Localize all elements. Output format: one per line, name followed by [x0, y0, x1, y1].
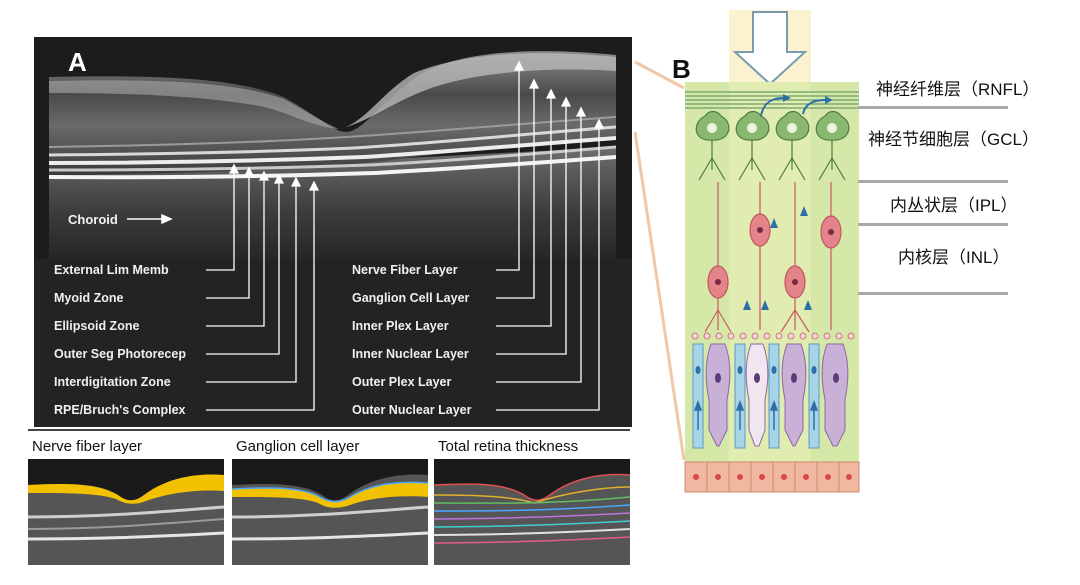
choroid-label: Choroid	[68, 212, 118, 227]
thumb-nerve-fiber-title: Nerve fiber layer	[28, 437, 224, 459]
layer-divider-inl	[858, 292, 1008, 295]
thumb-ganglion-cell: Ganglion cell layer	[232, 437, 428, 565]
panel-divider	[28, 429, 630, 431]
thumb-ganglion-cell-title: Ganglion cell layer	[232, 437, 428, 459]
label-external-lim-memb: External Lim Memb	[54, 263, 169, 277]
layer-label-gcl: 神经节细胞层（GCL）	[868, 130, 1039, 149]
layer-label-ipl: 内丛状层（IPL）	[890, 196, 1018, 215]
layer-divider-rnfl	[858, 106, 1008, 109]
thumb-total-retina: Total retina thickness	[434, 437, 630, 565]
thumb-nerve-fiber: Nerve fiber layer	[28, 437, 224, 565]
label-outer-plex-layer: Outer Plex Layer	[352, 375, 452, 389]
photoreceptors	[692, 343, 849, 449]
rpe-layer	[684, 461, 860, 493]
label-inner-nuclear-layer: Inner Nuclear Layer	[352, 347, 469, 361]
light-direction-arrow	[732, 11, 808, 86]
label-outer-nuclear-layer: Outer Nuclear Layer	[352, 403, 472, 417]
label-rpe-bruchs-complex: RPE/Bruch's Complex	[54, 403, 186, 417]
layer-label-inl: 内核层（INL）	[898, 248, 1010, 267]
ganglion-cells	[695, 110, 850, 181]
label-outer-seg-photorecep: Outer Seg Photorecep	[54, 347, 186, 361]
label-interdigitation-zone: Interdigitation Zone	[54, 375, 171, 389]
retina-schematic	[684, 10, 860, 493]
layer-label-rnfl: 神经纤维层（RNFL）	[876, 80, 1040, 99]
layer-divider-ipl	[858, 223, 1008, 226]
label-inner-plex-layer: Inner Plex Layer	[352, 319, 449, 333]
layer-divider-gcl	[858, 180, 1008, 183]
oct-scan-image	[34, 37, 632, 427]
thumb-total-retina-title: Total retina thickness	[434, 437, 630, 459]
panel-b-letter: B	[672, 54, 691, 84]
label-ganglion-cell-layer: Ganglion Cell Layer	[352, 291, 470, 305]
zoom-connector-lines	[633, 60, 686, 461]
label-myoid-zone: Myoid Zone	[54, 291, 124, 305]
bipolar-cells	[704, 182, 842, 333]
label-nerve-fiber-layer: Nerve Fiber Layer	[352, 263, 458, 277]
label-ellipsoid-zone: Ellipsoid Zone	[54, 319, 140, 333]
oct-scan-panel: A Choroid External Lim Memb Myoid Zone E…	[34, 37, 632, 427]
panel-a-letter: A	[68, 47, 87, 77]
